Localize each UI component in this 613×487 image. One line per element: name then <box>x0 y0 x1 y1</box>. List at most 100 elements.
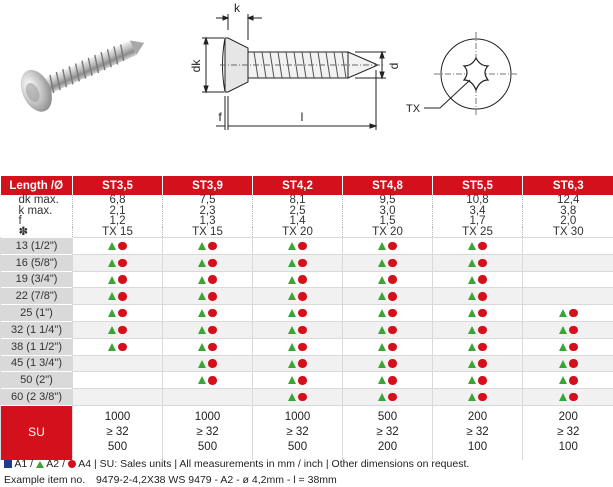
a2-triangle-icon <box>288 292 297 301</box>
availability-cell <box>252 270 343 288</box>
a4-dot-icon <box>388 325 397 335</box>
length-label: 19 (3/4") <box>0 270 73 288</box>
availability-cell <box>162 337 253 356</box>
spec-row-label: k max. <box>18 204 53 217</box>
a2-triangle-icon <box>468 292 477 301</box>
a2-triangle-icon <box>198 292 207 301</box>
a4-dot-icon <box>478 392 487 402</box>
a2-triangle-icon <box>468 258 477 267</box>
a2-triangle-icon <box>559 393 567 402</box>
availability-cell <box>252 371 343 389</box>
legend-a4: A4 <box>78 458 92 470</box>
length-label: 50 (2") <box>0 371 73 389</box>
a2-triangle-icon <box>559 376 567 385</box>
availability-cell <box>342 270 433 288</box>
size-header: ST5,5 <box>432 176 523 195</box>
a2-triangle-icon <box>198 258 207 267</box>
size-header: ST6,3 <box>522 176 613 195</box>
a2-triangle-icon <box>378 342 387 351</box>
a2-triangle-icon <box>559 359 567 368</box>
a4-dot-icon <box>388 359 397 368</box>
a4-dot-icon <box>388 241 397 251</box>
a4-dot-icon <box>569 308 578 318</box>
availability-cell <box>252 337 343 356</box>
spec-value: 7,5 <box>162 195 253 206</box>
a2-triangle-icon <box>468 342 477 351</box>
spec-value: TX 20 <box>252 226 343 238</box>
a4-dot-icon <box>118 275 127 284</box>
a4-dot-icon <box>478 258 487 268</box>
availability-cell <box>522 304 613 322</box>
a2-triangle-icon <box>468 309 477 318</box>
a4-dot-icon <box>208 258 217 268</box>
dim-d-label: d <box>387 63 400 70</box>
a4-dot-icon <box>298 342 307 352</box>
a2-triangle-icon <box>378 309 387 318</box>
product-illustration-area: k dk f l d TX <box>0 0 613 168</box>
a2-triangle-icon <box>288 258 297 267</box>
availability-cell <box>162 388 253 406</box>
a4-dot-icon <box>388 342 397 352</box>
a2-triangle-icon <box>378 393 387 402</box>
a2-triangle-icon <box>378 258 387 267</box>
availability-cell <box>342 304 433 322</box>
availability-cell <box>522 388 613 406</box>
spec-value: 12,4 <box>522 195 613 206</box>
legend-a1: A1 <box>14 458 28 470</box>
a4-dot-icon <box>388 308 397 318</box>
availability-cell <box>432 270 523 288</box>
a2-triangle-icon <box>378 376 387 385</box>
availability-cell <box>432 253 523 272</box>
spec-value: 8,1 <box>252 195 343 206</box>
a4-dot-icon <box>388 275 397 284</box>
a2-triangle-icon <box>198 275 207 284</box>
a2-triangle-icon <box>559 325 567 334</box>
a2-triangle-icon <box>108 309 117 318</box>
length-row: 22 (7/8") <box>0 287 613 305</box>
length-label: 16 (5/8") <box>0 253 73 272</box>
availability-cell <box>162 320 253 339</box>
availability-cell <box>522 371 613 389</box>
example-label: Example item no. <box>4 474 86 486</box>
availability-cell <box>162 287 253 305</box>
a4-dot-icon <box>208 359 217 368</box>
a4-dot-icon <box>478 308 487 318</box>
a2-triangle-icon <box>198 309 207 318</box>
size-header-row: Length /Ø ST3,5 ST3,9 ST4,2 ST4,8 ST5,5 … <box>0 176 613 195</box>
a4-dot-icon <box>569 392 578 402</box>
length-row: 60 (2 3/8") <box>0 388 613 406</box>
spec-value: 9,5 <box>342 195 433 206</box>
a2-triangle-icon <box>108 342 117 351</box>
availability-cell <box>342 253 433 272</box>
spec-value: 10,8 <box>432 195 523 206</box>
torx-drive-view: TX <box>406 32 518 116</box>
availability-cell <box>432 388 523 406</box>
a2-triangle-icon <box>108 292 117 301</box>
spec-value: 2,3 <box>162 205 253 216</box>
a4-dot-icon <box>118 292 127 301</box>
spec-row-label: ✽ <box>18 225 29 238</box>
a4-dot-icon <box>388 258 397 268</box>
availability-cell <box>432 337 523 356</box>
a4-dot-icon <box>298 308 307 318</box>
dim-f-label: f <box>218 110 222 124</box>
a4-dot-icon <box>478 241 487 251</box>
a2-triangle-icon <box>108 325 117 334</box>
length-row: 50 (2") <box>0 371 613 389</box>
availability-cell <box>342 320 433 339</box>
a2-triangle-icon <box>198 342 207 351</box>
a4-dot-icon <box>298 292 307 301</box>
availability-cell <box>432 371 523 389</box>
a4-dot-icon <box>118 342 127 352</box>
availability-cell <box>342 354 433 372</box>
availability-cell <box>342 388 433 406</box>
size-header: ST3,5 <box>72 176 163 195</box>
legend: A1 / A2 / A4 | SU: Sales units | All mea… <box>4 458 469 470</box>
length-diameter-header: Length /Ø <box>0 176 73 195</box>
availability-cell <box>72 354 163 372</box>
